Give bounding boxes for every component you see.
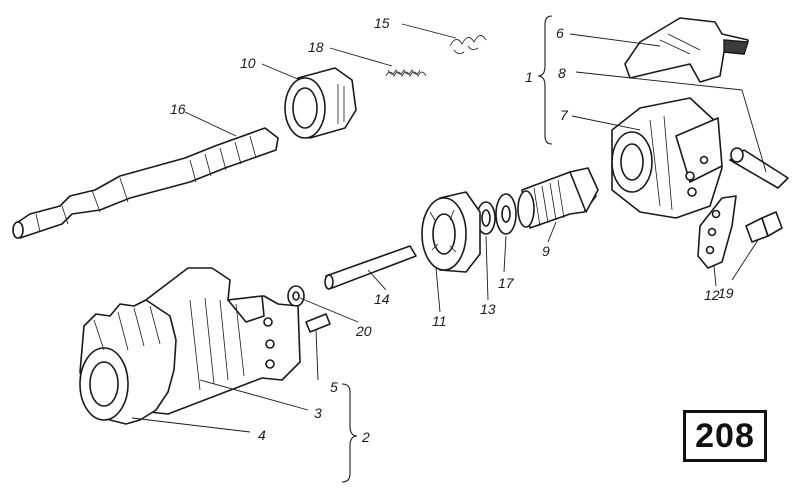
callout-labels: 15 18 10 16 6 8 1 7 9 17 13 11 14 20 12 …	[170, 15, 734, 445]
callout-11: 11	[432, 313, 447, 329]
callout-15: 15	[374, 15, 390, 31]
callout-9: 9	[542, 243, 550, 259]
part-5-small-pin	[305, 313, 331, 333]
group-brace-1	[537, 15, 553, 145]
callout-13: 13	[480, 301, 496, 317]
part-8-pin	[729, 147, 789, 189]
callout-12: 12	[704, 287, 720, 303]
part-16-splined-shaft	[12, 127, 279, 239]
callout-20: 20	[355, 323, 372, 339]
part-9-threaded-bolt	[517, 167, 599, 229]
callout-6: 6	[556, 25, 564, 41]
callout-4: 4	[258, 427, 266, 443]
callout-3: 3	[314, 405, 322, 421]
callout-14: 14	[374, 291, 390, 307]
callout-2: 2	[361, 429, 370, 445]
part-10-bushing-ring	[284, 67, 357, 139]
callout-17: 17	[498, 275, 515, 291]
part-20-small-washer	[287, 285, 305, 307]
group-brace-2	[341, 383, 358, 483]
part-18-coil-spring	[385, 69, 427, 77]
callout-16: 16	[170, 101, 186, 117]
part-12-plate	[697, 195, 737, 269]
callout-8: 8	[558, 65, 566, 81]
callout-5: 5	[330, 379, 338, 395]
callout-18: 18	[308, 39, 324, 55]
figure-number-box: 208	[683, 410, 767, 462]
part-15-spring-clip	[449, 35, 487, 54]
callout-10: 10	[240, 55, 256, 71]
part-7-housing-body	[611, 97, 723, 219]
part-17-washer	[495, 193, 517, 235]
callout-1: 1	[525, 69, 533, 85]
part-6-lever-cover	[624, 17, 749, 83]
part-11-splined-hub	[421, 191, 481, 273]
part-19-bolt	[745, 211, 783, 243]
callout-19: 19	[718, 285, 734, 301]
part-4-gear	[79, 299, 177, 425]
part-14-rod	[324, 245, 417, 290]
callout-7: 7	[560, 107, 569, 123]
leader-lines	[131, 23, 767, 433]
